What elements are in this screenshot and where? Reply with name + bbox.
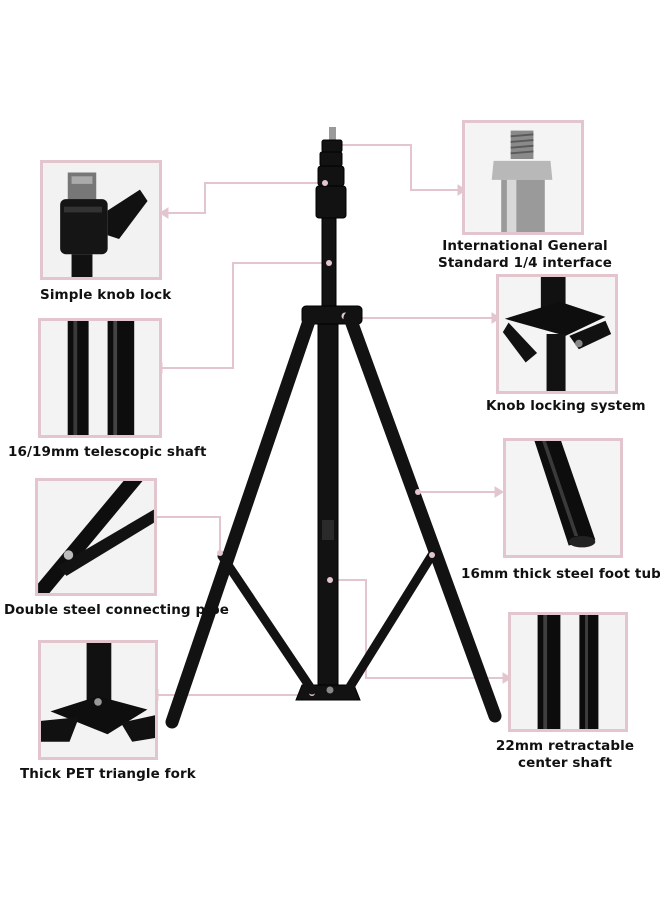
knob-lock-icon	[43, 163, 159, 277]
triangle-fork-icon	[41, 643, 155, 757]
interface-label: International General Standard 1/4 inter…	[438, 238, 612, 271]
foot-tube-panel	[503, 438, 623, 558]
tripod-legs	[165, 311, 502, 729]
center-shaft-label: 22mm retractable center shaft	[495, 738, 635, 771]
triangle-fork-panel	[38, 640, 158, 760]
knob-lock-label: Simple knob lock	[40, 287, 172, 303]
knob-locking-system-icon	[499, 277, 615, 391]
foot-tube-icon	[506, 441, 620, 555]
leader-lines	[156, 144, 503, 696]
knob-lock-panel	[40, 160, 162, 280]
center-shaft-panel	[508, 612, 628, 732]
connecting-pipe-panel	[35, 478, 157, 596]
center-shaft-icon	[511, 615, 625, 729]
shaft-label: 16/19mm telescopic shaft	[8, 444, 207, 460]
threaded-screw-icon	[465, 123, 581, 232]
tripod-body	[295, 127, 363, 701]
knob-system-panel	[496, 274, 618, 394]
triangle-fork-label: Thick PET triangle fork	[20, 766, 196, 782]
telescopic-shaft-icon	[41, 321, 159, 435]
connecting-pipe-icon	[38, 481, 154, 593]
interface-panel	[462, 120, 584, 235]
foot-tube-label: 16mm thick steel foot tube	[461, 566, 660, 582]
leg-markers	[217, 489, 435, 558]
connecting-pipe-label: Double steel connecting pipe	[4, 602, 229, 618]
knob-system-label: Knob locking system	[486, 398, 646, 414]
shaft-panel	[38, 318, 162, 438]
